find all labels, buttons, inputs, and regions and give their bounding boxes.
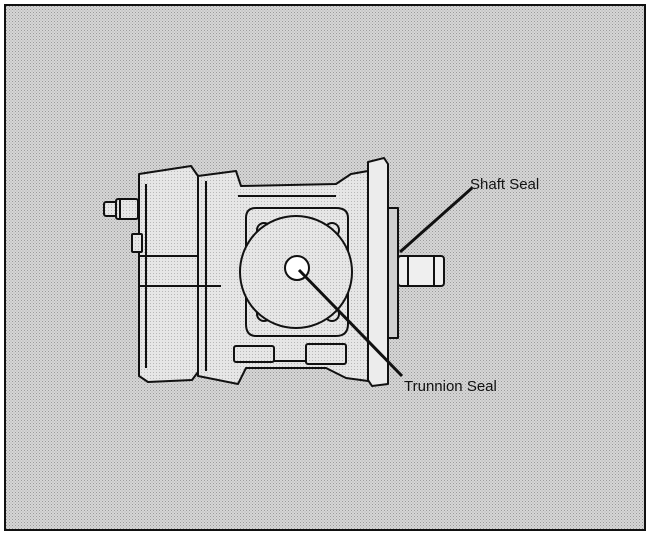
left-fitting (103, 198, 139, 220)
output-shaft (397, 255, 445, 287)
mounting-flange (367, 157, 389, 387)
pump-diagram (6, 6, 644, 529)
end-cap (138, 165, 199, 383)
diagram-frame: Shaft Seal Trunnion Seal (4, 4, 646, 531)
housing-boss (305, 343, 347, 365)
shaft-seal-callout: Shaft Seal (470, 176, 540, 193)
shaft-seal (387, 207, 399, 339)
housing-boss (233, 345, 275, 363)
shaft-seal-leader (399, 186, 473, 254)
trunnion-seal-leader (297, 268, 404, 378)
hydraulic-pump (103, 157, 445, 387)
end-cap-bolt (131, 233, 143, 253)
trunnion-seal-callout: Trunnion Seal (404, 378, 497, 395)
